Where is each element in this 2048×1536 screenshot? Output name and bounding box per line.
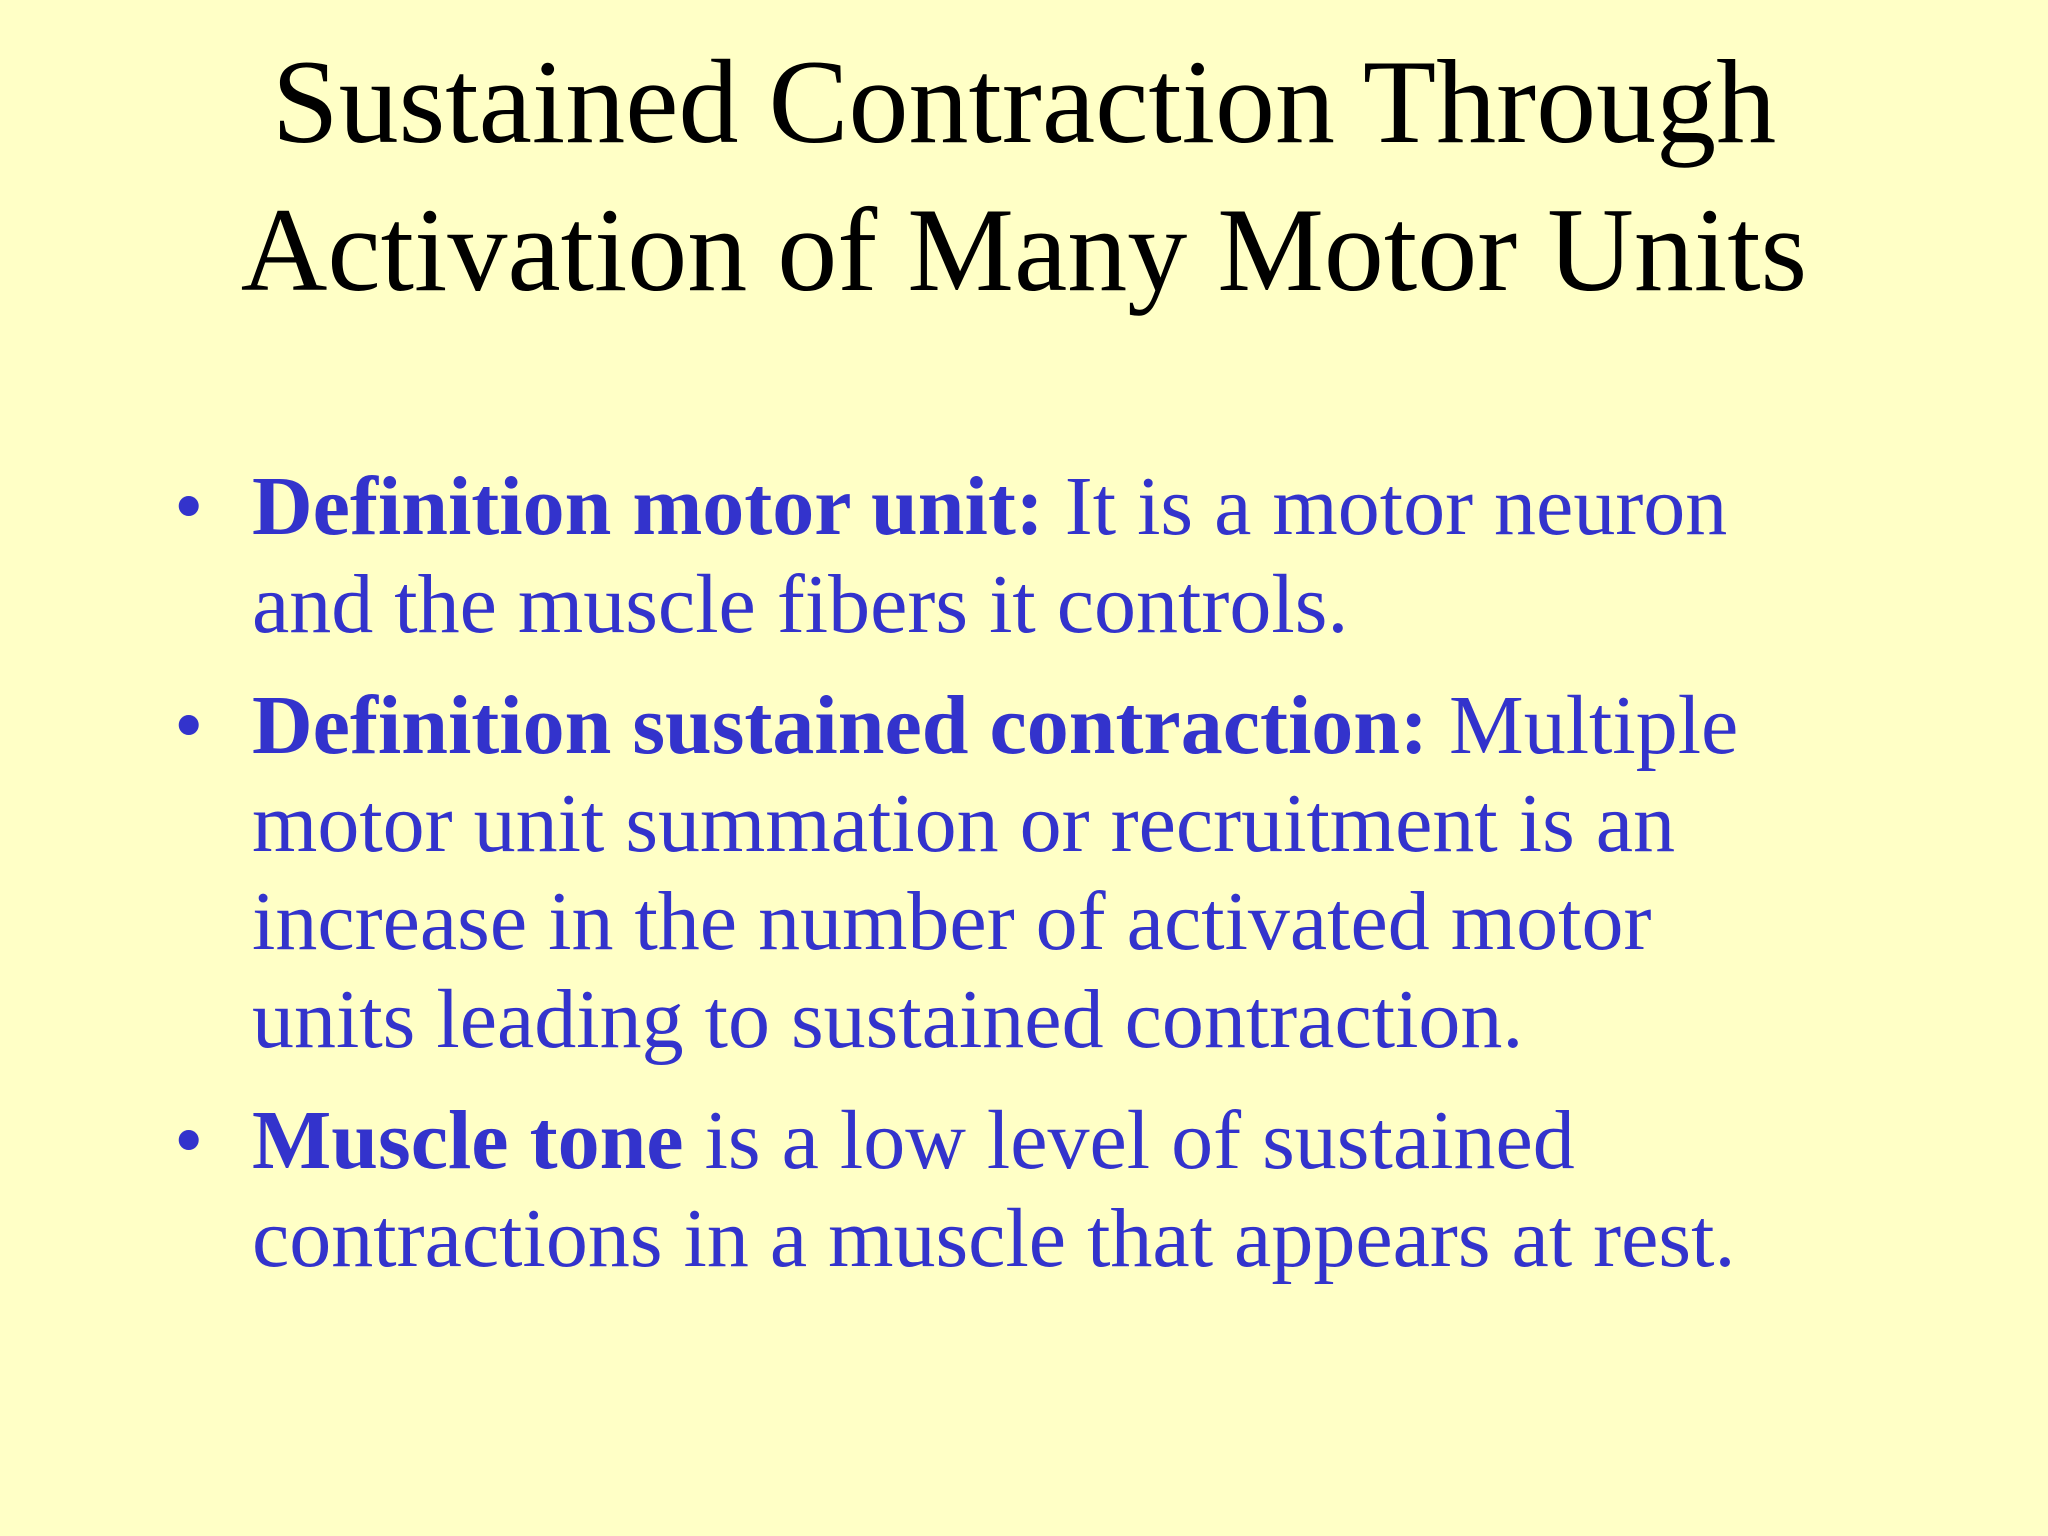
bullet-text: Multiple [1428, 679, 1739, 772]
bullet-line: Definition motor unit: It is a motor neu… [252, 458, 2010, 556]
bullet-motor-unit: • Definition motor unit: It is a motor n… [170, 458, 2010, 654]
bullet-dot-icon: • [174, 460, 204, 553]
bullet-dot-icon: • [174, 1094, 204, 1187]
bullet-line: Definition sustained contraction: Multip… [252, 677, 2010, 775]
bullet-sustained-contraction: • Definition sustained contraction: Mult… [170, 677, 2010, 1069]
bullet-text: is a low level of sustained [683, 1094, 1575, 1187]
bullet-dot-icon: • [174, 679, 204, 772]
bullet-term: Definition sustained contraction: [252, 679, 1428, 772]
bullet-text: It is a motor neuron [1043, 460, 1728, 553]
bullet-term: Muscle tone [252, 1094, 684, 1187]
bullet-line: Muscle tone is a low level of sustained [252, 1092, 2010, 1190]
bullet-term: Definition motor unit: [252, 460, 1044, 553]
bullet-continuation-line: motor unit summation or recruitment is a… [252, 777, 1676, 870]
slide-title: Sustained Contraction Through Activation… [0, 28, 2048, 324]
bullet-muscle-tone: • Muscle tone is a low level of sustaine… [170, 1092, 2010, 1288]
bullet-continuation-line: increase in the number of activated moto… [252, 875, 1652, 968]
title-line-2: Activation of Many Motor Units [240, 183, 1808, 316]
bullet-continuation-line: units leading to sustained contraction. [252, 973, 1524, 1066]
title-line-1: Sustained Contraction Through [271, 35, 1777, 168]
bullet-continuation-line: contractions in a muscle that appears at… [252, 1192, 1736, 1285]
bullet-continuation-line: and the muscle fibers it controls. [252, 558, 1349, 651]
bullet-list: • Definition motor unit: It is a motor n… [170, 458, 2010, 1288]
